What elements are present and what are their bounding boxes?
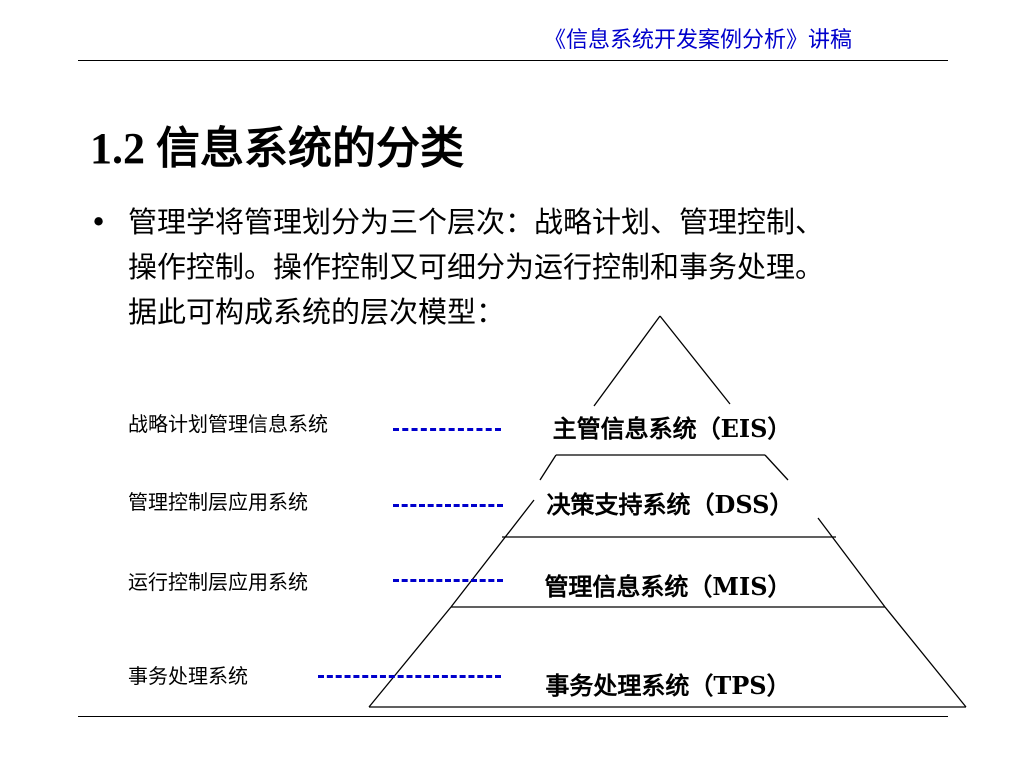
bullet-symbol: • (90, 205, 108, 239)
pyramid-tps-left-edge (368, 606, 452, 708)
pyramid-mis-left-edge (450, 499, 535, 608)
left-label-eis: 战略计划管理信息系统 (128, 412, 328, 436)
pyramid-dss-right-edge (764, 454, 789, 481)
connector-dash-tps (318, 675, 501, 678)
connector-dash-mis (393, 579, 503, 582)
left-label-tps: 事务处理系统 (128, 664, 248, 688)
header-title: 《信息系统开发案例分析》讲稿 (543, 28, 852, 53)
pyramid-dss-left-edge (539, 454, 557, 481)
pyramid-label-mis: 管理信息系统（MIS） (544, 572, 792, 601)
pyramid-tps-right-edge (884, 606, 967, 708)
footer-divider (78, 716, 948, 717)
bullet-line-2: 操作控制。操作控制又可细分为运行控制和事务处理。 (128, 250, 825, 284)
left-label-mis: 运行控制层应用系统 (128, 570, 308, 594)
bullet-line-1: 管理学将管理划分为三个层次：战略计划、管理控制、 (128, 205, 825, 239)
header-divider (78, 60, 948, 61)
pyramid-label-dss: 决策支持系统（DSS） (546, 490, 794, 519)
pyramid-label-tps: 事务处理系统（TPS） (545, 671, 791, 700)
pyramid-eis-right-edge (659, 315, 731, 405)
slide-title: 1.2 信息系统的分类 (90, 124, 464, 173)
left-label-dss: 管理控制层应用系统 (128, 490, 308, 514)
pyramid-mis-right-edge (817, 517, 886, 608)
pyramid-label-eis: 主管信息系统（EIS） (552, 414, 792, 443)
connector-dash-dss (393, 504, 503, 507)
bullet-line-3: 据此可构成系统的层次模型： (128, 295, 506, 329)
bullet-text: 管理学将管理划分为三个层次：战略计划、管理控制、 操作控制。操作控制又可细分为运… (128, 200, 968, 335)
connector-dash-eis (393, 428, 501, 431)
pyramid-eis-left-edge (593, 315, 661, 407)
